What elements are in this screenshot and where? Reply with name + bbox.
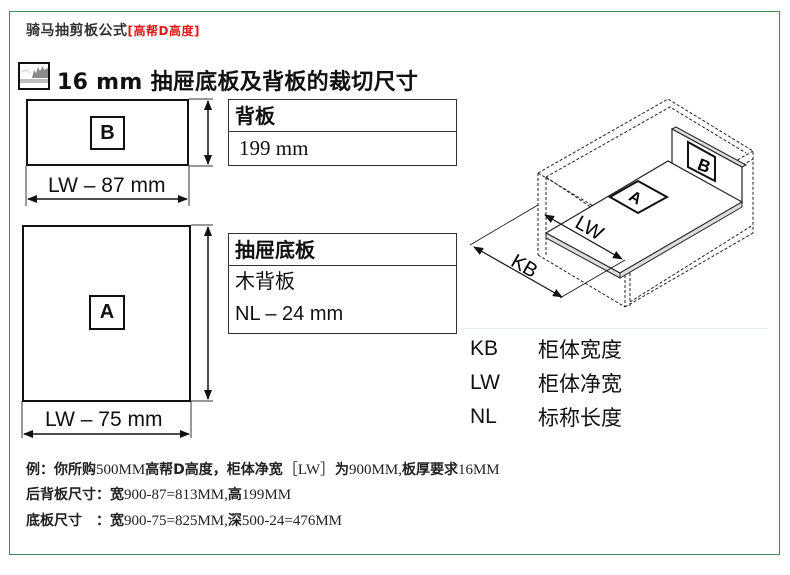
- section-title: 16 mm 抽屉底板及背板的裁切尺寸: [57, 70, 419, 95]
- drawer-3d-diagram: B A LW KB: [469, 98, 754, 308]
- example-value: 900MM,: [349, 462, 402, 478]
- abbreviation-legend: KB 柜体宽度 LW 柜体净宽 NL 标称长度: [470, 332, 622, 434]
- saw-blade-icon: [18, 62, 50, 90]
- back-panel-table-header: 背板: [229, 100, 456, 132]
- example-value: 500-24=476MM: [241, 513, 343, 529]
- example-value: 16MM: [457, 462, 500, 478]
- example-value: 500MM: [96, 462, 146, 478]
- page-subtitle: [高帮D高度]: [127, 24, 200, 38]
- example-text: 宽: [110, 487, 124, 503]
- page-title-text: 骑马抽剪板公式: [26, 23, 128, 39]
- bottom-panel-width-formula: LW – 75 mm: [45, 408, 163, 431]
- bottom-panel-depth: NL – 24 mm: [235, 303, 344, 325]
- page-title: 骑马抽剪板公式[高帮D高度]: [26, 20, 200, 40]
- example-value: 900-75=825MM,: [124, 513, 228, 529]
- legend-row: LW 柜体净宽: [470, 366, 622, 400]
- example-value: ［LW］: [282, 462, 336, 478]
- legend-abbr: LW: [470, 371, 500, 394]
- panel-b-label: B: [90, 116, 125, 150]
- page-frame: [9, 11, 780, 555]
- svg-text:KB: KB: [507, 250, 541, 282]
- panel-a-label: A: [89, 295, 125, 330]
- example-value: 900-87=813MM,: [124, 487, 228, 503]
- example-text: 底板尺寸 ：: [26, 513, 110, 529]
- svg-text:B: B: [695, 155, 713, 177]
- back-panel-height: 199 mm: [239, 136, 309, 160]
- divider: [462, 328, 768, 329]
- back-panel-width-formula: LW – 87 mm: [48, 174, 166, 197]
- example-text: 为: [335, 462, 350, 478]
- legend-row: KB 柜体宽度: [470, 332, 622, 366]
- example-line-2-back-panel: 后背板尺寸：宽900-87=813MM,高199MM: [26, 484, 291, 504]
- legend-meaning: 柜体净宽: [538, 372, 622, 396]
- example-text: 高帮D高度，柜体净宽: [145, 462, 283, 478]
- example-value: 199MM: [241, 487, 292, 503]
- example-line-3-bottom-panel: 底板尺寸 ：宽900-75=825MM,深500-24=476MM: [26, 510, 342, 530]
- example-line-1: 例：你所购500MM高帮D高度，柜体净宽［LW］为900MM,板厚要求16MM: [26, 458, 500, 479]
- legend-abbr: NL: [470, 405, 497, 428]
- back-panel-table: 背板 199 mm: [228, 99, 457, 166]
- example-text: 板厚要求: [401, 462, 458, 478]
- legend-meaning: 柜体宽度: [538, 338, 622, 362]
- bottom-panel-table-header: 抽屉底板: [229, 234, 456, 266]
- bottom-panel-table: 抽屉底板 木背板 NL – 24 mm: [228, 233, 457, 334]
- example-text: 高: [227, 487, 242, 503]
- legend-abbr: KB: [470, 337, 499, 360]
- bottom-panel-material: 木背板: [235, 271, 295, 293]
- example-text: 例：你所购: [26, 462, 96, 478]
- legend-row: NL 标称长度: [470, 400, 622, 434]
- example-text: 后背板尺寸：: [26, 487, 110, 503]
- legend-meaning: 标称长度: [538, 406, 622, 430]
- example-text: 宽: [110, 513, 124, 529]
- example-text: 深: [227, 513, 242, 529]
